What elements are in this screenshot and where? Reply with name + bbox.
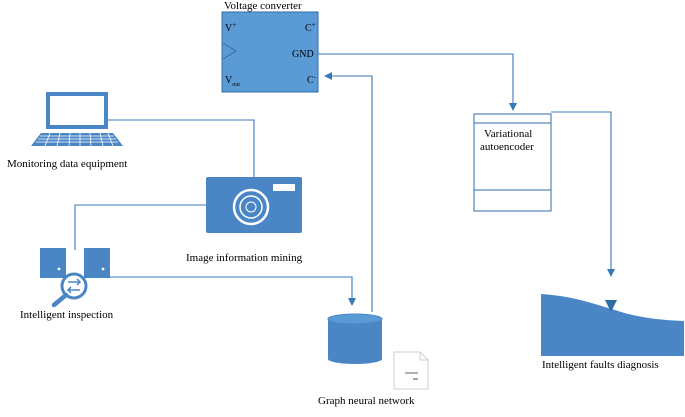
faults-label: Intelligent faults diagnosis bbox=[542, 359, 659, 371]
vae-label-line2: autoencoder bbox=[480, 141, 534, 153]
triangle-input-icon bbox=[222, 42, 237, 60]
monitoring-label: Monitoring data equipment bbox=[7, 158, 127, 170]
graph-nn-node: Graph neural network bbox=[318, 313, 429, 407]
image-mining-node: Image information mining bbox=[186, 177, 303, 264]
database-cylinder-icon bbox=[327, 313, 383, 364]
pin-v-out: Vout bbox=[225, 75, 240, 88]
voltage-converter-block bbox=[221, 11, 319, 93]
faults-node: Intelligent faults diagnosis bbox=[541, 294, 684, 371]
faults-wave-shape bbox=[541, 294, 684, 356]
inspection-label: Intelligent inspection bbox=[20, 309, 114, 321]
pin-c-plus: C+ bbox=[305, 21, 316, 34]
vae-box bbox=[473, 113, 552, 212]
inspection-node: Intelligent inspection bbox=[20, 248, 114, 321]
camera-icon bbox=[206, 177, 302, 233]
voltage-converter: Voltage converter V+ C+ GND Vout C- bbox=[221, 0, 319, 93]
pin-c-minus: C- bbox=[307, 73, 317, 86]
voltage-converter-title: Voltage converter bbox=[224, 0, 302, 12]
connector-gnd-to-vae bbox=[318, 53, 517, 111]
server-search-icon bbox=[40, 248, 110, 308]
connector-camera-to-inspection bbox=[74, 204, 207, 250]
document-icon bbox=[393, 351, 429, 390]
vae-label-line1: Variational bbox=[484, 128, 532, 140]
connector-vae-to-faults bbox=[551, 111, 615, 277]
connector-database-to-converter bbox=[324, 72, 373, 312]
graph-nn-label: Graph neural network bbox=[318, 395, 415, 407]
pin-gnd: GND bbox=[292, 49, 314, 60]
connector-inspection-to-database bbox=[88, 276, 356, 306]
computer-monitor-icon bbox=[31, 92, 123, 147]
monitoring-node: Monitoring data equipment bbox=[7, 92, 127, 170]
vae-node: Variational autoencoder bbox=[473, 113, 552, 212]
faults-arrow-head bbox=[605, 300, 617, 312]
pin-v-plus: V+ bbox=[225, 21, 236, 34]
image-mining-label: Image information mining bbox=[186, 252, 303, 264]
